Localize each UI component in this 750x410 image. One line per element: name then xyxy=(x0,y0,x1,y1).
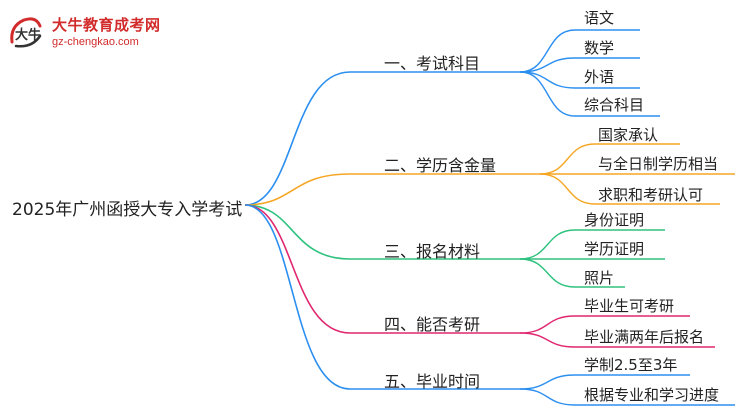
leaf-duration: 学制2.5至3年 xyxy=(584,356,678,374)
leaf-photo: 照片 xyxy=(584,269,615,287)
leaf-connector-3-1 xyxy=(519,229,665,260)
leaf-connector-3-3 xyxy=(519,258,625,288)
branch-connector-4 xyxy=(244,204,520,334)
leaf-connector-1-1 xyxy=(519,29,640,73)
logo-mark-text: 大牛 xyxy=(15,27,41,43)
leaf-connector-1-2 xyxy=(519,57,640,73)
logo-mark-icon: 大牛 xyxy=(10,17,42,48)
leaf-comprehensive: 综合科目 xyxy=(584,96,645,114)
branch-connector-2 xyxy=(244,173,540,206)
logo-url: gz-chengkao.com xyxy=(52,36,139,48)
leaf-can-postgrad: 毕业生可考研 xyxy=(584,297,675,315)
leaf-depends-progress: 根据专业和学习进度 xyxy=(584,386,720,404)
branch-diploma-value: 二、学历含金量 xyxy=(384,156,497,175)
leaf-foreign-language: 外语 xyxy=(584,68,615,86)
leaf-connector-4-2 xyxy=(519,332,715,348)
leaf-math: 数学 xyxy=(584,39,615,57)
leaf-job-recognized: 求职和考研认可 xyxy=(598,186,704,204)
leaf-connector-5-1 xyxy=(519,374,690,390)
branch-postgrad-eligibility: 四、能否考研 xyxy=(384,315,481,334)
leaf-id-proof: 身份证明 xyxy=(584,211,645,229)
logo: 大牛 大牛教育成考网 gz-chengkao.com xyxy=(6,10,166,54)
leaf-chinese: 语文 xyxy=(584,9,615,27)
leaf-connector-5-2 xyxy=(519,388,735,406)
leaf-connector-2-1 xyxy=(539,143,680,175)
branch-exam-subjects: 一、考试科目 xyxy=(384,54,481,73)
leaf-connector-2-3 xyxy=(539,173,720,205)
leaf-two-years-later: 毕业满两年后报名 xyxy=(584,328,705,346)
branch-connector-5 xyxy=(244,204,520,390)
root-topic: 2025年广州函授大专入学考试 xyxy=(12,200,243,220)
leaf-diploma-proof: 学历证明 xyxy=(584,240,645,258)
branch-application-docs: 三、报名材料 xyxy=(384,242,481,261)
leaf-state-recognized: 国家承认 xyxy=(598,126,659,144)
leaf-connector-4-1 xyxy=(519,315,690,334)
leaf-equivalent-fulltime: 与全日制学历相当 xyxy=(598,155,719,173)
leaf-connector-1-3 xyxy=(519,71,640,89)
branch-connector-3 xyxy=(244,204,520,260)
branch-graduation-time: 五、毕业时间 xyxy=(384,372,481,391)
leaf-connector-1-4 xyxy=(519,71,660,117)
logo-name: 大牛教育成考网 xyxy=(52,16,161,34)
branch-connector-1 xyxy=(244,71,520,206)
